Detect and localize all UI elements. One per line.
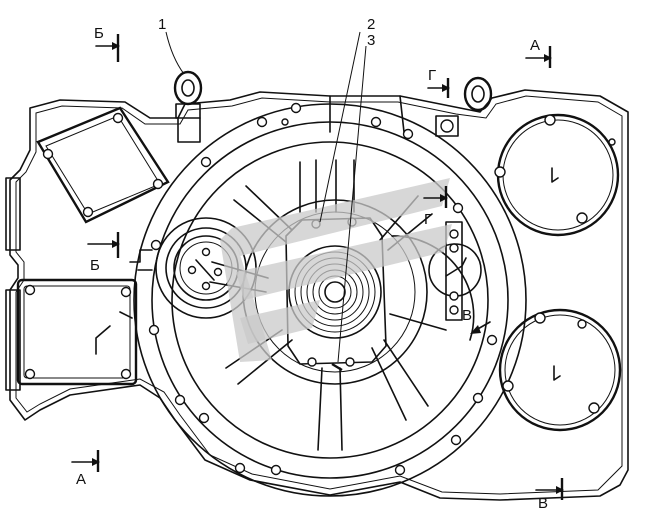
- watermark-logo: [220, 178, 452, 362]
- lower-right-round-cover: [498, 308, 622, 432]
- section-mark-v-right: В: [462, 307, 491, 334]
- callout-3: 3: [367, 32, 375, 49]
- section-mark-v-bottom: В: [535, 478, 564, 512]
- svg-text:Б: Б: [90, 257, 100, 274]
- svg-text:Г: Г: [424, 211, 432, 228]
- svg-text:В: В: [538, 495, 548, 512]
- upper-rib-lines: [329, 95, 405, 133]
- indicator-plate: [445, 221, 463, 321]
- left-slot-lower: [5, 289, 21, 391]
- hex-plug: [435, 115, 459, 137]
- housing-outline: [9, 89, 629, 501]
- left-slot-upper: [5, 177, 21, 251]
- svg-text:А: А: [530, 37, 540, 54]
- upper-left-cover-plate: [36, 106, 170, 224]
- section-mark-g-top: Г: [427, 67, 450, 98]
- svg-text:Г: Г: [428, 67, 436, 84]
- left-bracket-lines: [129, 249, 153, 271]
- lifting-eye-left: [173, 70, 203, 143]
- lower-left-cover-plate: [16, 278, 138, 386]
- section-mark-b-left: Б: [87, 232, 120, 274]
- section-mark-a-bottom: А: [71, 450, 100, 488]
- lifting-eye-right: [463, 76, 493, 112]
- flange-bolts: [148, 102, 498, 476]
- svg-text:Б: Б: [94, 25, 104, 42]
- leader-3: [337, 45, 367, 363]
- section-mark-b-top: Б: [94, 25, 120, 62]
- leader-3-tick: [331, 362, 343, 372]
- upper-right-round-cover: [494, 113, 620, 237]
- callout-1: 1: [158, 16, 166, 33]
- section-mark-a-top: А: [525, 37, 552, 68]
- leader-2: [319, 31, 361, 223]
- svg-text:А: А: [76, 471, 86, 488]
- bell-inner-circle: [171, 141, 489, 459]
- svg-text:В: В: [462, 307, 472, 324]
- housing-inner-outline: [15, 95, 623, 495]
- leader-1: [165, 31, 185, 75]
- callout-2: 2: [367, 16, 375, 33]
- section-mark-g-mid: Г: [423, 186, 448, 228]
